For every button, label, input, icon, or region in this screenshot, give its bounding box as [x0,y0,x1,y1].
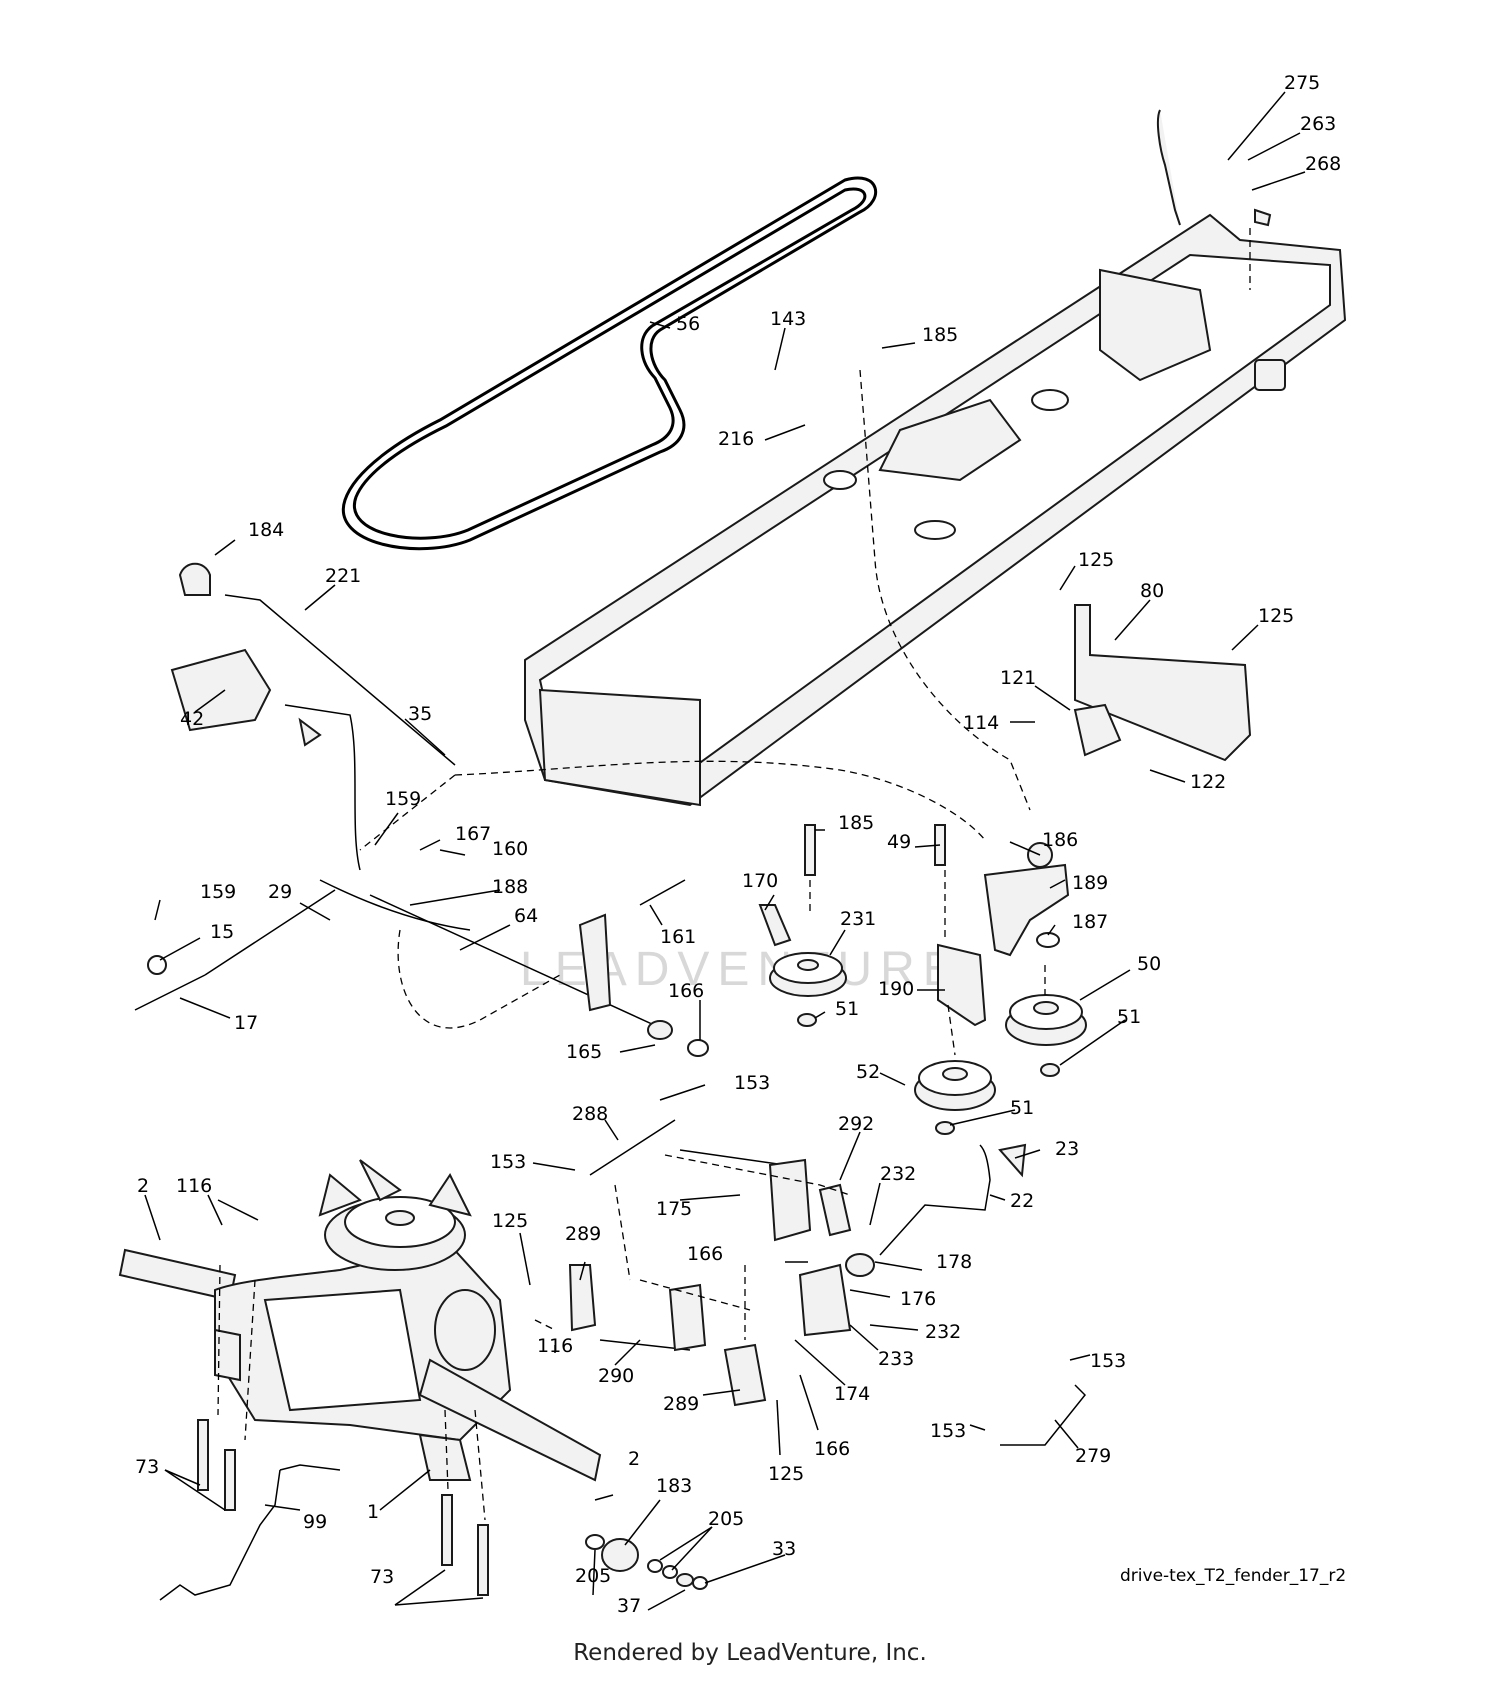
callout-290: 290 [598,1365,634,1387]
callout-143: 143 [770,308,806,330]
callout-165: 165 [566,1041,602,1063]
callout-166-a: 166 [668,980,704,1002]
callout-122: 122 [1190,771,1226,793]
callout-50: 50 [1137,953,1161,975]
main-frame [524,213,1347,807]
pulley-50 [1005,994,1087,1077]
callout-170: 170 [742,870,778,892]
callout-189: 189 [1072,872,1108,894]
callout-51-c: 51 [1010,1097,1034,1119]
callout-188: 188 [492,876,528,898]
callout-51-a: 51 [835,998,859,1020]
pulley-231 [758,824,847,1027]
callout-73-b: 73 [370,1566,394,1588]
callout-205-a: 205 [708,1508,744,1530]
callout-37: 37 [617,1595,641,1617]
callout-184: 184 [248,519,284,541]
callout-153-d: 153 [930,1420,966,1442]
callout-116-b: 116 [537,1335,573,1357]
callout-29: 29 [268,881,292,903]
callout-166-b: 166 [687,1243,723,1265]
callout-125-b: 125 [1258,605,1294,627]
callout-167: 167 [455,823,491,845]
callout-176: 176 [900,1288,936,1310]
callout-80: 80 [1140,580,1164,602]
callout-73-a: 73 [135,1456,159,1478]
footer-credit: Rendered by LeadVenture, Inc. [573,1640,927,1666]
callout-52: 52 [856,1061,880,1083]
callout-161: 161 [660,926,696,948]
callout-183: 183 [656,1475,692,1497]
callout-125-d: 125 [768,1463,804,1485]
idler-arm-189 [934,824,1070,1027]
callout-289-a: 289 [565,1223,601,1245]
transaxle [118,1159,602,1482]
callout-64: 64 [514,905,538,927]
callout-125-a: 125 [1078,549,1114,571]
callout-56: 56 [676,313,700,335]
drive-belt [341,176,878,551]
leader-lines [144,91,1306,1611]
callout-121: 121 [1000,667,1036,689]
callout-153-c: 153 [1090,1350,1126,1372]
idler-bracket [1073,604,1252,762]
callout-232-a: 232 [880,1163,916,1185]
callout-42: 42 [180,708,204,730]
callout-2-b: 2 [628,1448,640,1470]
callout-17: 17 [234,1012,258,1034]
callout-205-b: 205 [575,1565,611,1587]
callout-35: 35 [408,703,432,725]
callout-23: 23 [1055,1138,1079,1160]
callout-153-b: 153 [490,1151,526,1173]
diagram-id-label: drive-tex_T2_fender_17_r2 [1120,1566,1347,1586]
callout-275: 275 [1284,72,1320,94]
callout-153-a: 153 [734,1072,770,1094]
callout-231: 231 [840,908,876,930]
callout-33: 33 [772,1538,796,1560]
callout-116-a: 116 [176,1175,212,1197]
callout-186: 186 [1042,829,1078,851]
callout-268: 268 [1305,153,1341,175]
callout-166-c: 166 [814,1438,850,1460]
assembly-lines [217,228,1251,1521]
callout-187: 187 [1072,911,1108,933]
pulley-52 [914,1060,996,1135]
callout-289-b: 289 [663,1393,699,1415]
callout-175: 175 [656,1198,692,1220]
callout-15: 15 [210,921,234,943]
callout-178: 178 [936,1251,972,1273]
callout-49: 49 [887,831,911,853]
callout-159-a: 159 [385,788,421,810]
callout-51-b: 51 [1117,1006,1141,1028]
callout-1: 1 [367,1501,379,1523]
callout-232-b: 232 [925,1321,961,1343]
callout-174: 174 [834,1383,870,1405]
callout-216: 216 [718,428,754,450]
callout-160: 160 [492,838,528,860]
callout-2-a: 2 [137,1175,149,1197]
linkage-parts [159,109,1272,1601]
callout-185-top: 185 [922,324,958,346]
callout-99: 99 [303,1511,327,1533]
callout-114: 114 [963,712,999,734]
callout-292: 292 [838,1113,874,1135]
callout-221: 221 [325,565,361,587]
callout-279: 279 [1075,1445,1111,1467]
callout-185-mid: 185 [838,812,874,834]
callout-22: 22 [1010,1190,1034,1212]
callout-labels: 275 263 268 56 143 185 216 184 221 42 35… [135,72,1341,1617]
callout-263: 263 [1300,113,1336,135]
callout-159-b: 159 [200,881,236,903]
callout-233: 233 [878,1348,914,1370]
callout-288: 288 [572,1103,608,1125]
callout-125-c: 125 [492,1210,528,1232]
callout-190: 190 [878,978,914,1000]
